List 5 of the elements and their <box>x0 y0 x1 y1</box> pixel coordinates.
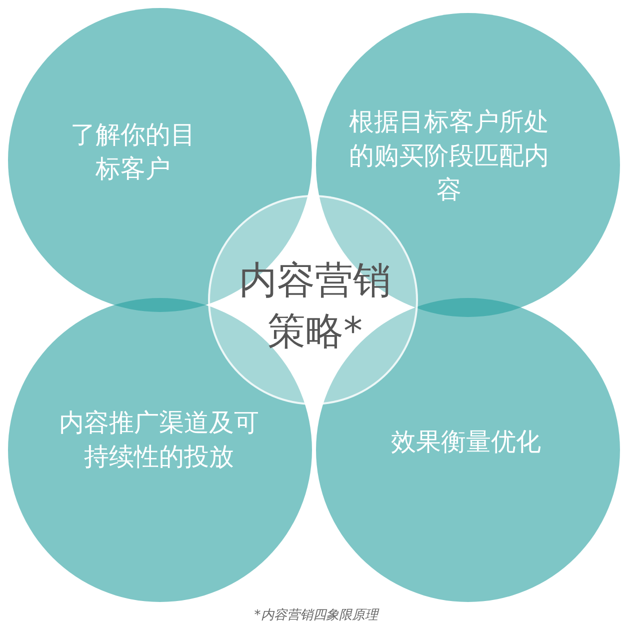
circle-label: 内容推广渠道及可持续性的投放 <box>58 407 260 473</box>
caption: *内容营销四象限原理 <box>253 607 380 624</box>
circle-label: 效果衡量优化 <box>390 426 542 458</box>
circle-label: 根据目标客户所处的购买阶段匹配内容 <box>348 106 550 206</box>
circle-label: 了解你的目标客户 <box>70 119 196 185</box>
